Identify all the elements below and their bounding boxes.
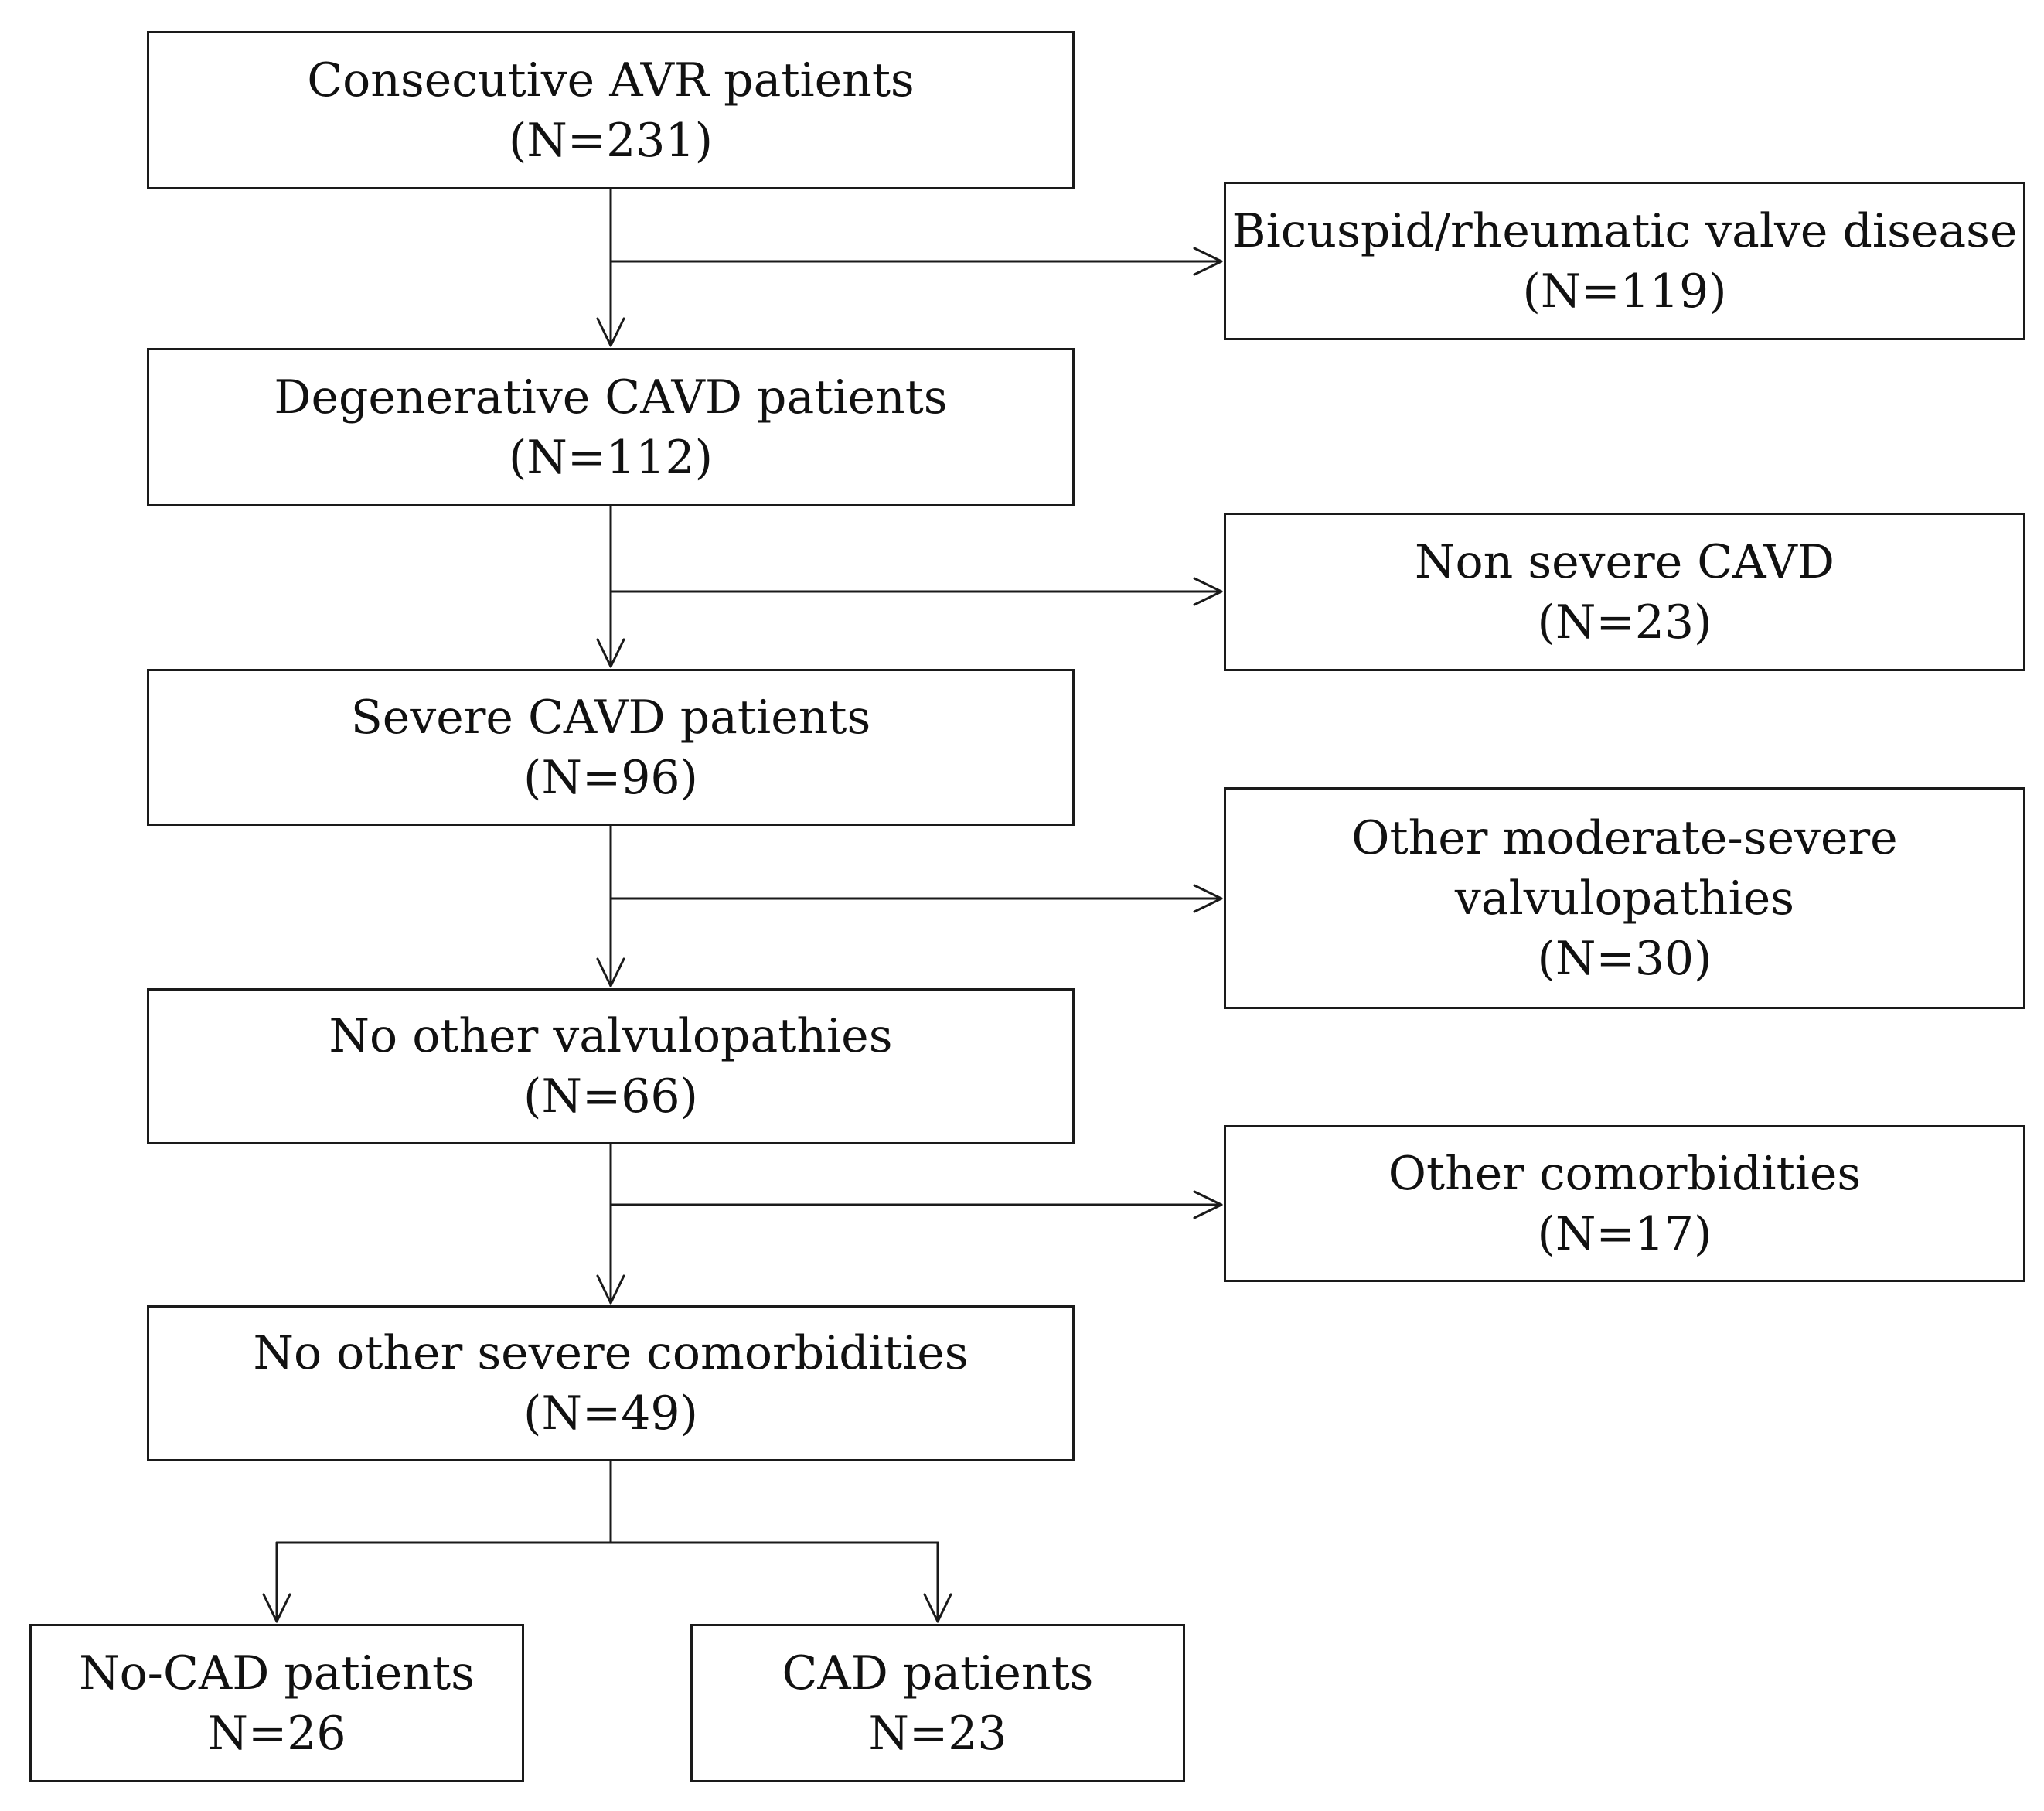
box-consecutive-avr-title: Consecutive AVR patients xyxy=(307,53,915,107)
box-other-comorbidities-excluded-title: Other comorbidities xyxy=(1388,1146,1862,1201)
box-non-severe-excluded: Non severe CAVD (N=23) xyxy=(1224,513,2025,671)
box-no-other-valvulopathies-count: (N=66) xyxy=(523,1069,698,1124)
box-cad-patients-count: N=23 xyxy=(868,1706,1007,1761)
box-cad-patients-title: CAD patients xyxy=(782,1646,1094,1700)
arrowhead-no-cad xyxy=(262,1593,291,1623)
box-severe-cavd-count: (N=96) xyxy=(523,750,698,805)
box-other-comorbidities-excluded: Other comorbidities (N=17) xyxy=(1224,1125,2025,1282)
arrowhead-cad xyxy=(923,1593,952,1623)
box-degenerative-cavd: Degenerative CAVD patients (N=112) xyxy=(147,348,1075,506)
box-severe-cavd: Severe CAVD patients (N=96) xyxy=(147,669,1075,826)
box-no-other-valvulopathies: No other valvulopathies (N=66) xyxy=(147,988,1075,1144)
box-consecutive-avr: Consecutive AVR patients (N=231) xyxy=(147,31,1075,189)
box-no-other-comorbidities-count: (N=49) xyxy=(523,1386,698,1441)
arrowhead-non-severe xyxy=(1193,577,1223,606)
box-other-valvulopathies-excluded-count: (N=30) xyxy=(1537,931,1712,986)
box-severe-cavd-title: Severe CAVD patients xyxy=(350,690,871,745)
box-no-cad-patients-count: N=26 xyxy=(207,1706,346,1761)
box-cad-patients: CAD patients N=23 xyxy=(690,1624,1185,1782)
arrowhead-other-comorb xyxy=(1193,1190,1223,1219)
box-no-cad-patients-title: No-CAD patients xyxy=(79,1646,475,1700)
box-non-severe-excluded-title: Non severe CAVD xyxy=(1415,534,1834,589)
box-other-valvulopathies-excluded: Other moderate-severe valvulopathies (N=… xyxy=(1224,787,2025,1009)
arrowhead-no-other-comorb xyxy=(596,1274,625,1305)
box-bicuspid-excluded-count: (N=119) xyxy=(1522,264,1727,319)
box-degenerative-cavd-count: (N=112) xyxy=(508,430,714,485)
arrowhead-severe xyxy=(596,638,625,668)
box-no-other-comorbidities: No other severe comorbidities (N=49) xyxy=(147,1305,1075,1461)
box-degenerative-cavd-title: Degenerative CAVD patients xyxy=(274,370,948,425)
box-non-severe-excluded-count: (N=23) xyxy=(1537,595,1712,650)
box-consecutive-avr-count: (N=231) xyxy=(508,113,714,168)
box-bicuspid-excluded-title: Bicuspid/rheumatic valve disease xyxy=(1232,203,2018,258)
box-other-valvulopathies-excluded-title: Other moderate-severe xyxy=(1351,810,1898,865)
box-no-other-comorbidities-title: No other severe comorbidities xyxy=(253,1326,969,1380)
box-bicuspid-excluded: Bicuspid/rheumatic valve disease (N=119) xyxy=(1224,182,2025,340)
box-other-comorbidities-excluded-count: (N=17) xyxy=(1537,1206,1712,1261)
arrowhead-bicuspid xyxy=(1193,247,1223,276)
box-no-cad-patients: No-CAD patients N=26 xyxy=(29,1624,524,1782)
box-no-other-valvulopathies-title: No other valvulopathies xyxy=(329,1009,893,1063)
arrowhead-degenerative xyxy=(596,317,625,347)
arrowhead-no-other-valv xyxy=(596,957,625,987)
arrowhead-other-valv xyxy=(1193,884,1223,913)
box-other-valvulopathies-excluded-title-2: valvulopathies xyxy=(1454,871,1795,926)
